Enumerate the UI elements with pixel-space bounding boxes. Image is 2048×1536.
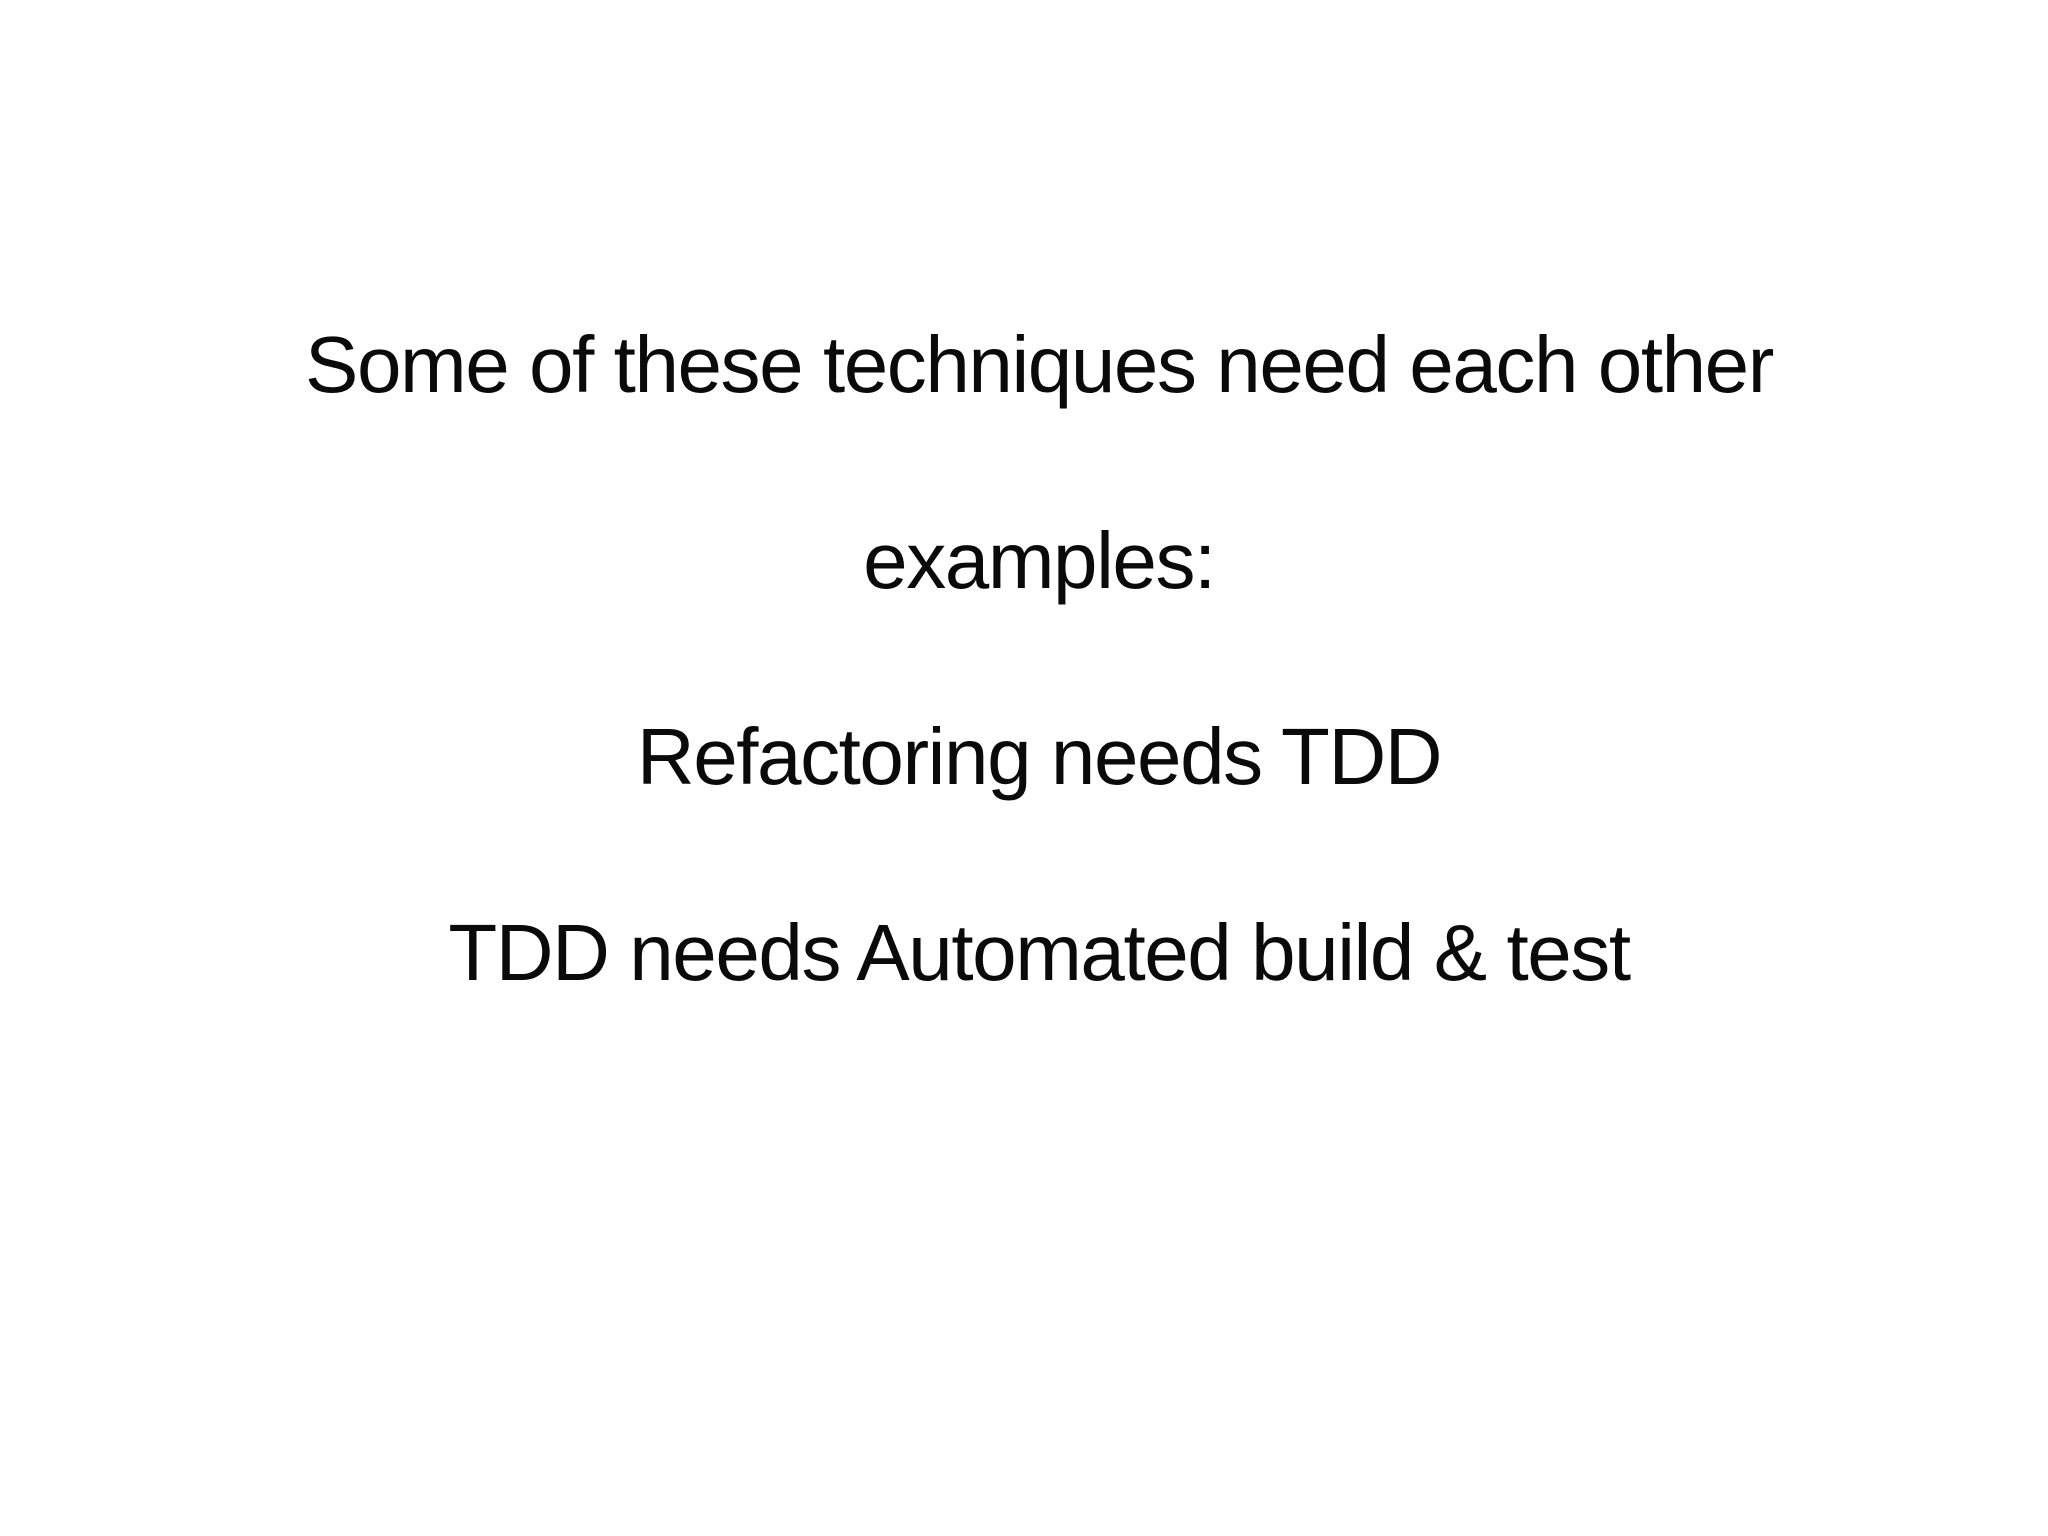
slide-line-title: Some of these techniques need each other	[305, 320, 1774, 409]
slide-line-refactoring: Refactoring needs TDD	[636, 712, 1443, 801]
slide-text-block: Some of these techniques need each other…	[0, 267, 2048, 1051]
slide-line-examples: examples:	[863, 516, 1216, 605]
slide-line-tdd: TDD needs Automated build & test	[448, 908, 1631, 997]
